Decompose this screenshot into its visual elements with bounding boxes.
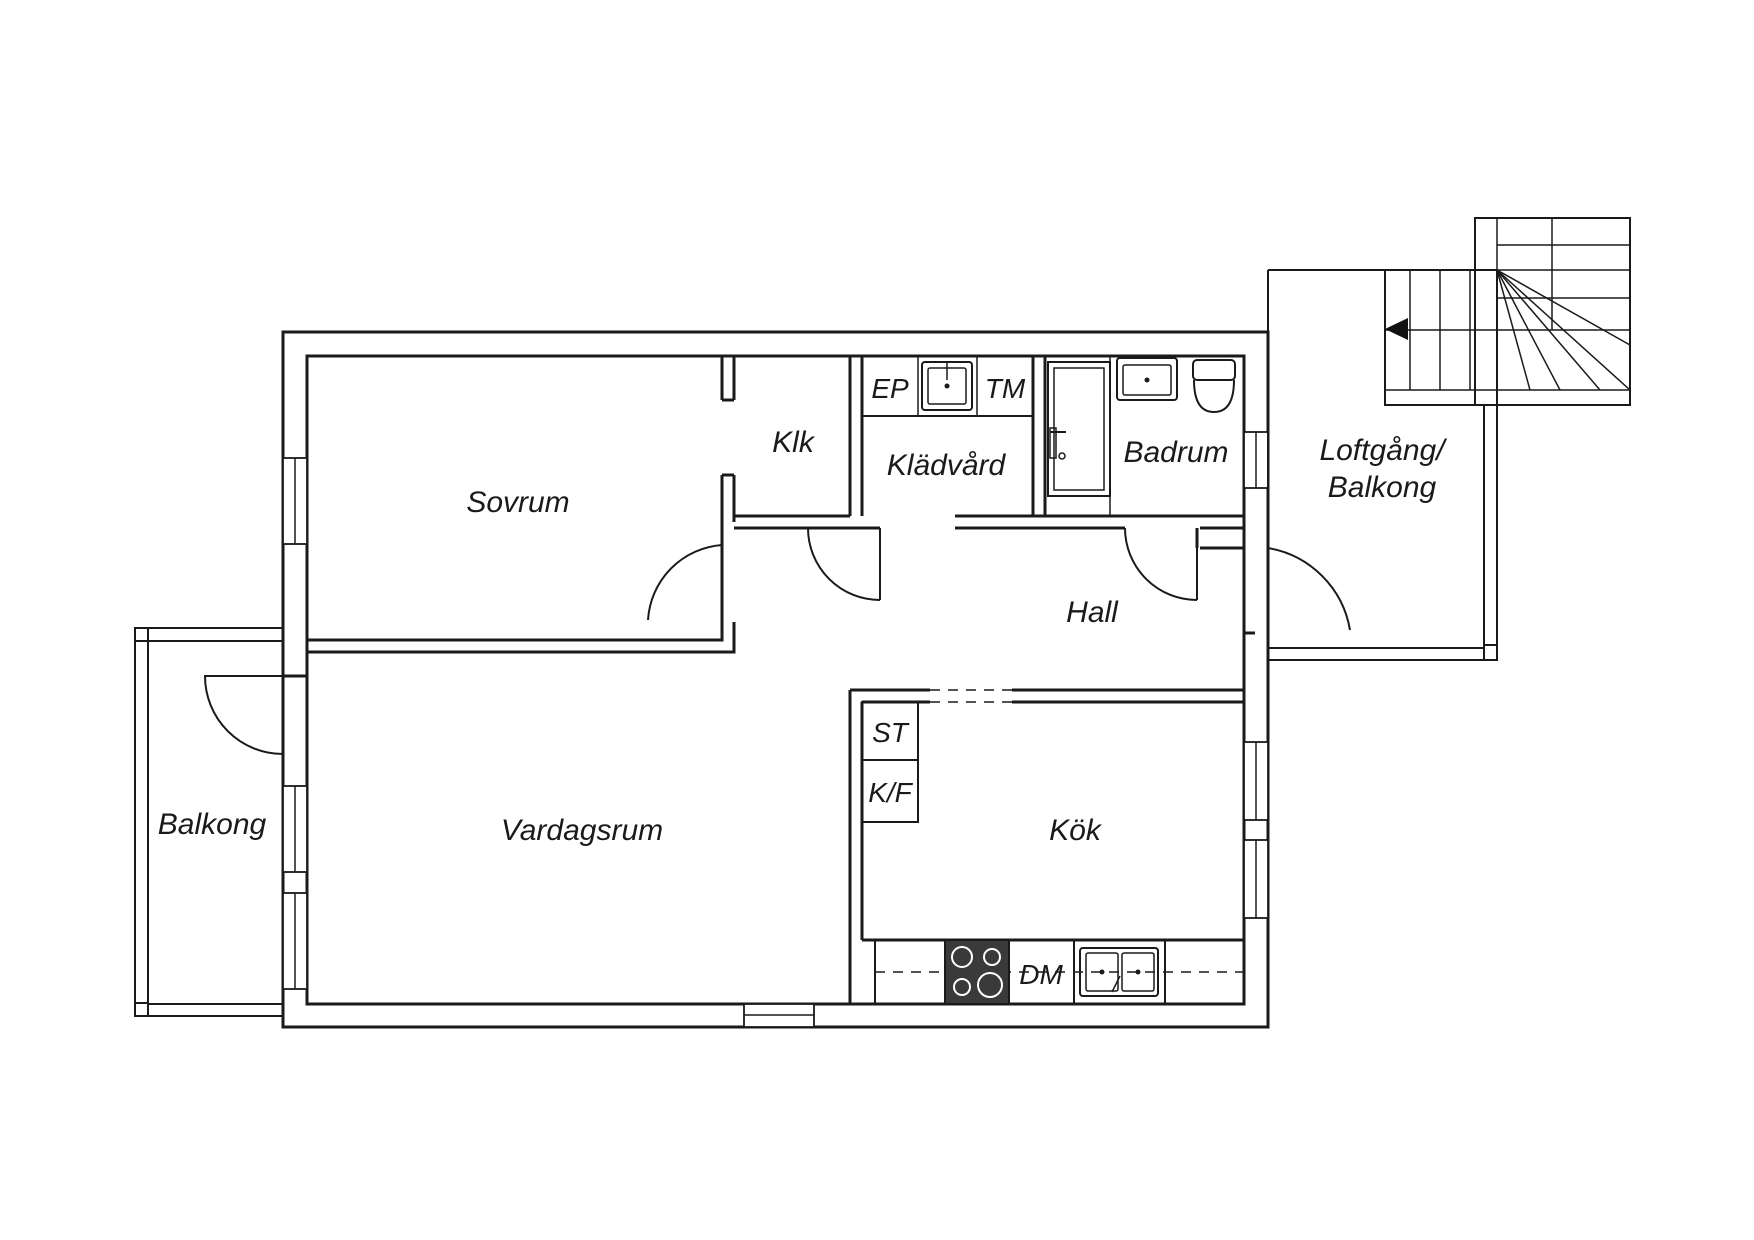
door-entrance bbox=[1267, 547, 1351, 631]
label-dm: DM bbox=[1019, 959, 1063, 990]
label-klk: Klk bbox=[772, 426, 816, 459]
door-sovrum bbox=[647, 544, 723, 621]
label-sovrum: Sovrum bbox=[466, 486, 569, 519]
shower-icon bbox=[1047, 361, 1111, 497]
fixture-labels: EP TM ST K/F DM bbox=[868, 373, 1063, 990]
balcony-left bbox=[134, 627, 283, 1017]
label-badrum: Badrum bbox=[1123, 436, 1228, 469]
sink-icon bbox=[1116, 357, 1178, 401]
stair-arrow-icon bbox=[1385, 318, 1408, 340]
label-kladvard: Klädvård bbox=[887, 449, 1007, 482]
badrum-fixtures bbox=[1047, 356, 1236, 516]
label-tm: TM bbox=[985, 373, 1026, 404]
label-balkong: Balkong bbox=[158, 808, 267, 841]
door-balkong bbox=[203, 675, 284, 755]
label-loftgang-line1: Loftgång/ bbox=[1319, 434, 1447, 467]
label-hall: Hall bbox=[1066, 596, 1119, 629]
toilet-icon bbox=[1192, 359, 1236, 414]
door-badrum bbox=[1124, 527, 1198, 601]
kitchen-opening bbox=[930, 689, 1012, 703]
label-kf: K/F bbox=[868, 777, 913, 808]
balcony-right bbox=[1267, 269, 1498, 661]
stove-icon bbox=[944, 939, 1010, 1005]
kitchen-sink-icon bbox=[1079, 947, 1159, 997]
label-kok: Kök bbox=[1049, 814, 1103, 847]
windows bbox=[282, 431, 1269, 1028]
kitchen-fixtures bbox=[861, 701, 1245, 1005]
kladvard-fixtures bbox=[861, 355, 1034, 417]
staircase bbox=[1384, 217, 1631, 406]
label-vardagsrum: Vardagsrum bbox=[501, 814, 663, 847]
room-labels: Sovrum Klk Klädvård Badrum Loftgång/ Bal… bbox=[158, 426, 1447, 847]
door-kladvard bbox=[807, 527, 881, 601]
label-ep: EP bbox=[871, 373, 909, 404]
label-st: ST bbox=[872, 717, 910, 748]
label-loftgang-line2: Balkong bbox=[1328, 471, 1437, 504]
